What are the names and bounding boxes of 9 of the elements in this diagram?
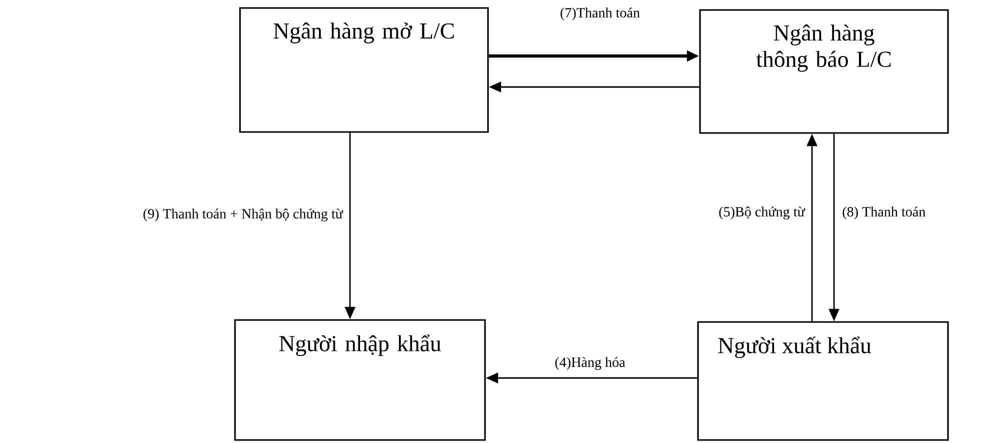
edge-label: (8) Thanh toán [840,204,928,222]
process-box: Người xuất khẩu [697,321,949,441]
process-box: Người nhập khẩu [234,319,486,441]
edge-label: (9) Thanh toán + Nhận bộ chứng từ [141,206,345,224]
process-box: Ngân hàng mở L/C [239,7,489,133]
edge-label: (5)Bộ chứng từ [716,204,807,222]
edge-label: (7)Thanh toán [558,6,642,22]
process-box: Ngân hàng thông báo L/C [699,9,949,134]
edge-label: (4)Hàng hóa [552,355,628,372]
